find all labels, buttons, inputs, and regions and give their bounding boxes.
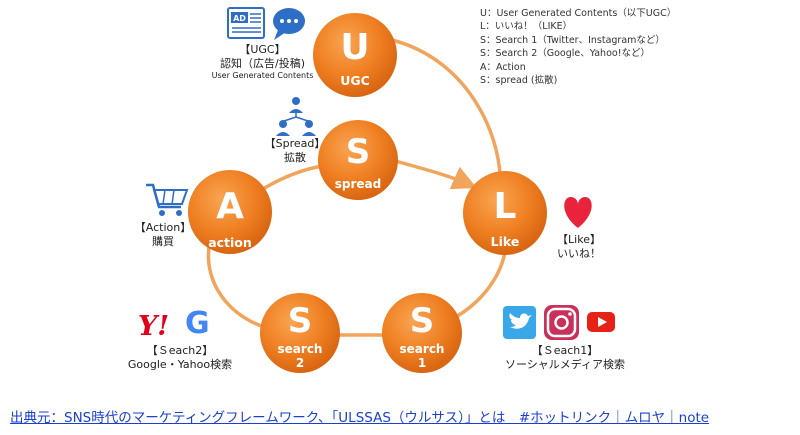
caption-spread: 【Spread】 拡散 — [255, 137, 335, 165]
node-a-word: action — [208, 235, 252, 250]
caption-action-desc: 購買 — [152, 234, 174, 248]
legend-item-spread: S：spread (拡散) — [480, 75, 558, 87]
node-spread-word: spread — [335, 177, 381, 191]
node-s2-num: 2 — [296, 356, 304, 370]
node-s1: S search 1 — [382, 293, 462, 373]
caption-spread-desc: 拡散 — [284, 150, 306, 164]
caption-search1-title: 【Ｓeach1】 — [531, 344, 599, 357]
node-s-spread: S spread — [318, 120, 398, 200]
shopping-cart-icon — [146, 183, 189, 216]
heart-icon — [564, 197, 592, 228]
caption-action: 【Action】 購買 — [123, 221, 203, 249]
spread-arrow — [391, 158, 477, 190]
node-s2-letter: S — [288, 301, 313, 341]
instagram-icon — [544, 305, 579, 340]
caption-search2-title: 【Ｓeach2】 — [146, 344, 214, 357]
node-s1-num: 1 — [418, 356, 426, 370]
caption-action-title: 【Action】 — [134, 221, 192, 234]
legend-item-a: A：Action — [480, 61, 526, 73]
legend-item-s2: S：Search 2（Google、Yahoo!など） — [480, 48, 651, 60]
legend: U：User Generated Contents（以下UGC） L：いいね！（… — [480, 7, 676, 87]
ring-a-spread — [257, 164, 323, 194]
caption-ugc-title: 【UGC】 — [239, 43, 286, 56]
twitter-icon — [503, 306, 536, 339]
node-l-word: Like — [491, 234, 520, 249]
youtube-icon — [587, 312, 615, 332]
caption-like-desc: いいね！ — [557, 246, 601, 260]
node-u-letter: U — [340, 27, 369, 68]
node-l-letter: L — [494, 186, 517, 227]
caption-spread-title: 【Spread】 — [264, 137, 326, 150]
node-s2: S search 2 — [260, 293, 340, 373]
node-a-letter: A — [216, 186, 244, 227]
yahoo-logo-icon: Y! — [138, 311, 170, 342]
source-link[interactable]: 出典元：SNS時代のマーケティングフレームワーク、「ULSSAS（ウルサス）」と… — [10, 410, 710, 426]
node-u-word: UGC — [340, 73, 370, 88]
node-s1-letter: S — [410, 301, 435, 341]
caption-search2: 【Ｓeach2】 Google・Yahoo検索 — [110, 344, 250, 372]
people-network-icon — [276, 97, 316, 136]
caption-ugc: 【UGC】 認知（広告/投稿) User Generated Contents — [200, 43, 325, 81]
caption-ugc-sub: User Generated Contents — [211, 70, 314, 80]
caption-search1: 【Ｓeach1】 ソーシャルメディア検索 — [490, 344, 640, 372]
caption-search1-desc: ソーシャルメディア検索 — [504, 357, 625, 371]
ad-monitor-icon: AD — [227, 7, 265, 39]
node-a: A action — [188, 170, 272, 254]
caption-like: 【Like】 いいね！ — [539, 233, 619, 261]
caption-like-title: 【Like】 — [557, 233, 601, 246]
node-s1-word: search — [400, 342, 445, 356]
legend-item-s1: S：Search 1（Twitter、Instagramなど） — [480, 34, 665, 46]
caption-search2-desc: Google・Yahoo検索 — [127, 357, 233, 371]
diagram-canvas: U UGC S spread L Like A action S search … — [146, 7, 615, 373]
legend-item-l: L：いいね！（LIKE） — [480, 21, 573, 33]
node-spread-letter: S — [346, 132, 371, 172]
google-logo-icon: G — [185, 306, 210, 341]
node-l: L Like — [463, 171, 547, 255]
node-s2-word: search — [278, 342, 323, 356]
node-u: U UGC — [313, 13, 397, 97]
legend-item-u: U：User Generated Contents（以下UGC） — [480, 8, 677, 19]
caption-ugc-desc: 認知（広告/投稿) — [220, 56, 305, 70]
speech-bubble-icon — [273, 8, 305, 40]
ad-icon-label: AD — [233, 14, 246, 23]
ulssas-diagram: U UGC S spread L Like A action S search … — [146, 7, 615, 373]
